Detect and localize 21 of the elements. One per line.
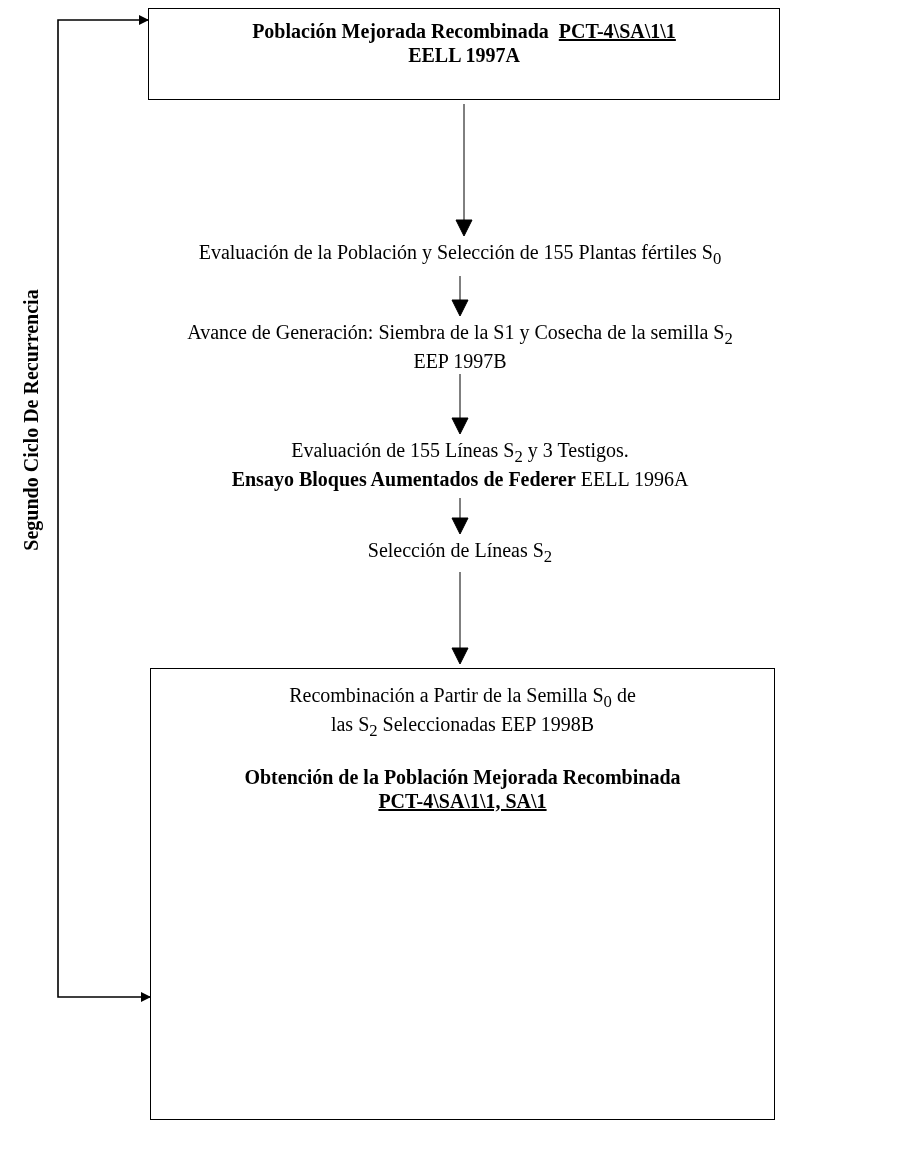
edge-label: Segundo Ciclo De Recurrencia (20, 289, 41, 551)
step-text: Ensayo Bloques Aumentados de Federer EELL 1996A (231, 467, 689, 491)
step-text: Recombinación a Partir de la Semilla S$_{0}$ de las S$_{2}$ Seleccionadas EEP 1998B (288, 683, 637, 741)
down-arrow (451, 497, 469, 535)
heading-text: PCT-4\SA\1\1 (558, 19, 676, 43)
down-arrow (451, 373, 469, 435)
result-box (150, 668, 775, 1120)
down-arrow (455, 103, 473, 237)
step-text: Avance de Generación: Siembra de la S1 y Cosecha de la semilla S$_{2}$ (187, 320, 733, 349)
step-text: EEP 1997B (413, 349, 507, 373)
down-arrow (451, 275, 469, 317)
heading-text: Obtención de la Población Mejorada Recombinada (244, 765, 681, 789)
loop-arrow (57, 15, 151, 1002)
heading-text: PCT-4\SA\1\1, SA\1 (378, 789, 547, 813)
heading-text: EELL 1997A (408, 43, 520, 67)
down-arrow (451, 571, 469, 665)
process-box (148, 8, 780, 100)
step-text: Evaluación de 155 Líneas S$_{2}$ y 3 Testigos. (291, 438, 629, 467)
heading-text: Población Mejorada Recombinada (252, 19, 549, 43)
step-text: Evaluación de la Población y Selección de 155 Plantas fértiles S$_{0}$ (198, 240, 722, 269)
step-text: Selección de Líneas S$_{2}$ (367, 538, 553, 567)
